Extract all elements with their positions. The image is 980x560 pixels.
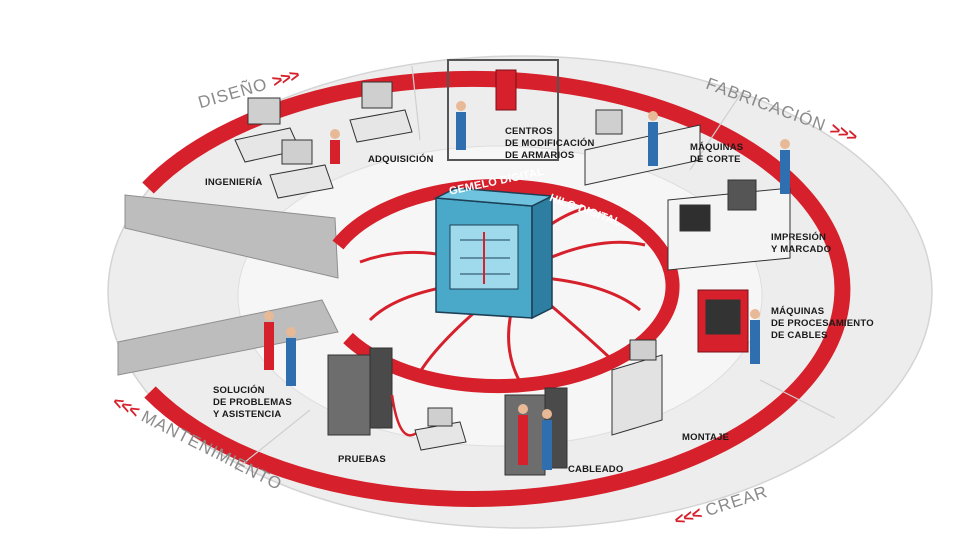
station-adquisicion: ADQUISICIÓN — [368, 154, 434, 165]
station-ingenieria: INGENIERÍA — [205, 177, 263, 188]
station-procesamiento: MÁQUINAS DE PROCESAMIENTO DE CABLES — [771, 306, 874, 341]
divider — [411, 65, 421, 141]
station-centros: CENTROS DE MODIFICACIÓN DE ARMARIOS — [505, 126, 595, 161]
ramp-bottom — [117, 299, 339, 376]
station-solucion: SOLUCIÓN DE PROBLEMAS Y ASISTENCIA — [213, 385, 292, 420]
station-corte: MÁQUINAS DE CORTE — [690, 142, 744, 165]
digital-twin-cabinet — [433, 187, 555, 320]
hilo-digital-ring — [332, 179, 680, 394]
ramp-top — [124, 194, 339, 279]
divider — [759, 379, 836, 419]
worker-figures — [264, 101, 790, 470]
station-cableado: CABLEADO — [568, 464, 624, 475]
station-pruebas: PRUEBAS — [338, 454, 386, 465]
station-impresion: IMPRESIÓN Y MARCADO — [771, 232, 832, 255]
station-montaje: MONTAJE — [682, 432, 730, 443]
divider — [234, 409, 311, 471]
station-equipment — [234, 59, 791, 476]
